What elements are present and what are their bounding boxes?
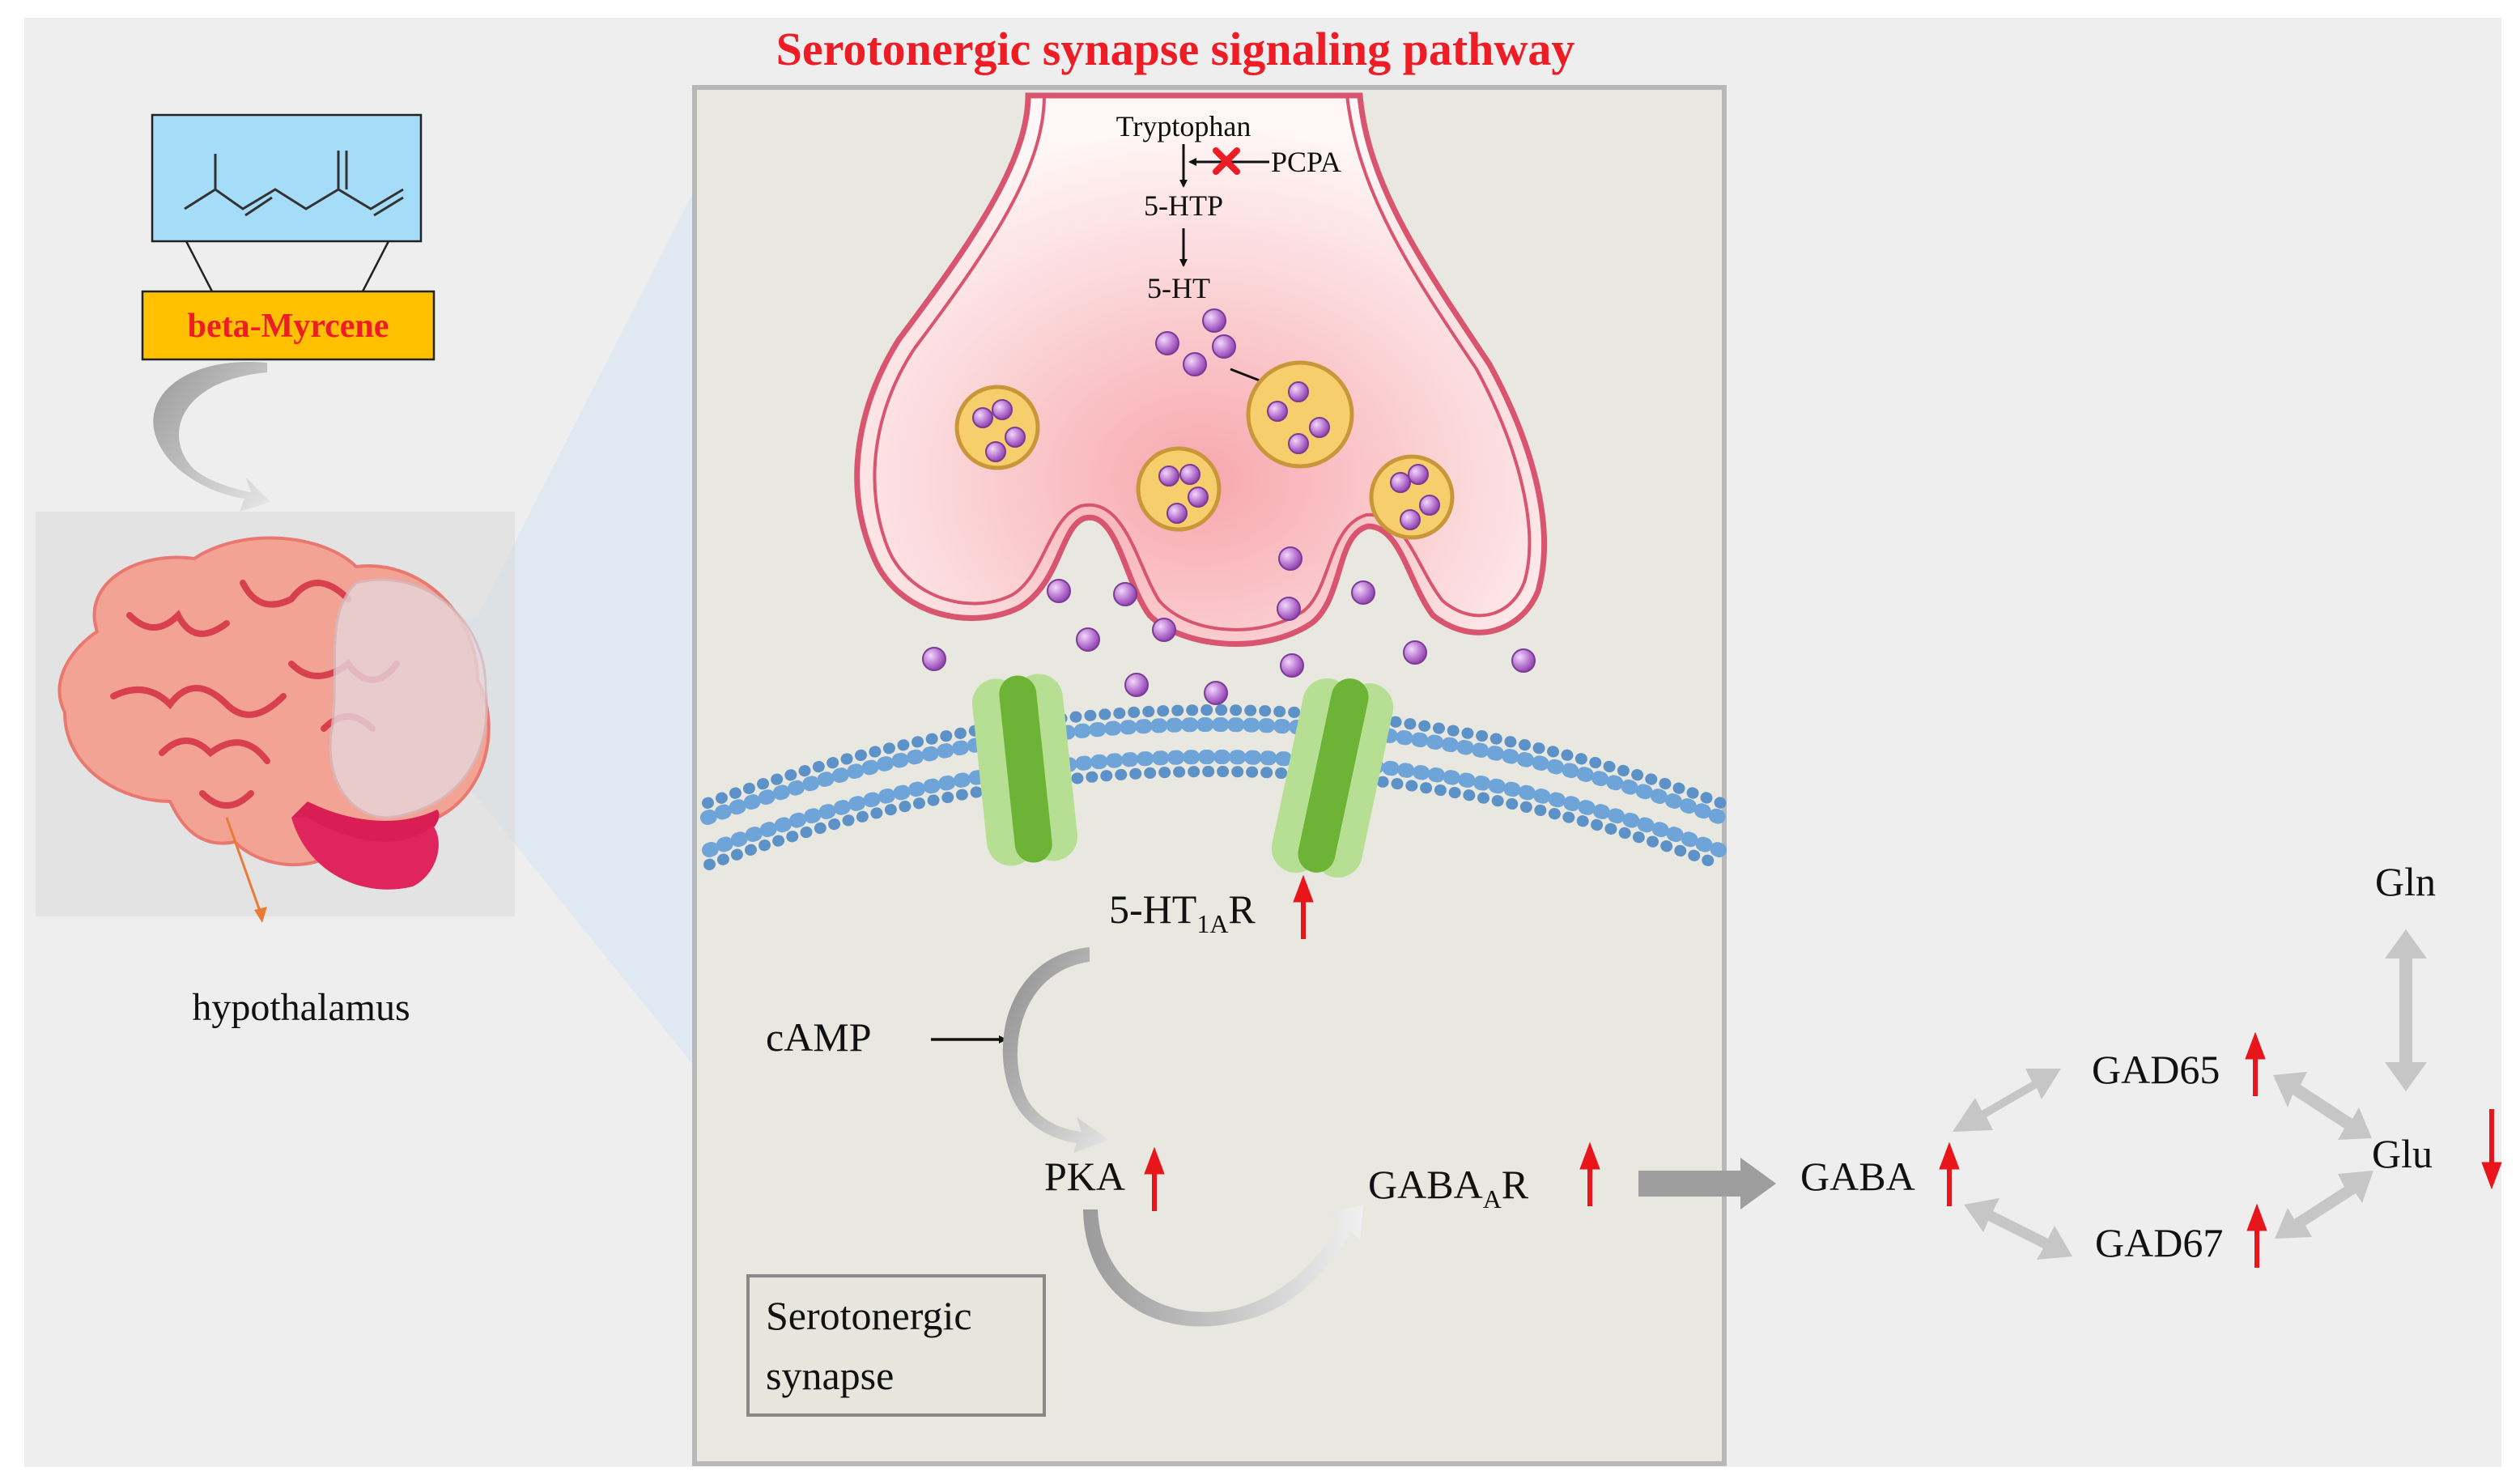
pcpa-label: PCPA bbox=[1271, 146, 1341, 178]
hypothalamus-label: hypothalamus bbox=[192, 986, 410, 1029]
5ht-molecules-cleft bbox=[922, 546, 1536, 705]
gaba-gad67-double-arrow bbox=[1964, 1198, 2072, 1260]
up-arrow-icon bbox=[1144, 1146, 1165, 1211]
serotonergic-synapse-box bbox=[746, 1274, 1046, 1417]
brain-illustration-icon bbox=[36, 512, 515, 916]
5ht1a-receptor-left bbox=[972, 674, 1077, 866]
gaba-gad65-double-arrow bbox=[1953, 1069, 2061, 1132]
box-label-line2: synapse bbox=[766, 1353, 894, 1398]
up-arrow-icon bbox=[2245, 1031, 2266, 1096]
camp-label: cAMP bbox=[766, 1014, 872, 1060]
tryptophan-label: Tryptophan bbox=[1116, 110, 1252, 142]
pka-to-gabaar-curved-arrow bbox=[1083, 1205, 1363, 1327]
glu-label: Glu bbox=[2372, 1131, 2433, 1176]
synaptic-vesicle bbox=[1369, 454, 1455, 540]
up-arrow-icon bbox=[1939, 1141, 1960, 1206]
compound-label: beta-Myrcene bbox=[188, 308, 389, 345]
zoom-projection bbox=[356, 186, 696, 1069]
synaptic-vesicle bbox=[1136, 446, 1222, 532]
camp-to-pka-curved-arrow bbox=[1002, 947, 1109, 1153]
panel-to-gaba-arrow bbox=[1638, 1158, 1776, 1209]
inhibition-cross-icon bbox=[1213, 147, 1240, 175]
gad67-glu-double-arrow bbox=[2275, 1171, 2373, 1239]
synaptic-vesicle bbox=[1246, 360, 1354, 469]
glu-gln-double-arrow bbox=[2385, 929, 2427, 1091]
up-arrow-icon bbox=[1293, 874, 1314, 939]
hypothalamus-pointer bbox=[225, 817, 262, 914]
presynaptic-terminal-inner bbox=[873, 95, 1532, 631]
hypothalamus-pointer-head bbox=[254, 907, 267, 923]
gln-label: Gln bbox=[2375, 859, 2436, 904]
myrcene-skeletal-structure-icon bbox=[184, 151, 404, 217]
figure-title: Serotonergic synapse signaling pathway bbox=[776, 23, 1575, 75]
gad65-label: GAD65 bbox=[2092, 1047, 2220, 1092]
down-arrow-icon bbox=[2481, 1109, 2502, 1190]
5htp-label: 5-HTP bbox=[1144, 189, 1223, 222]
5ht-molecules-cytosol bbox=[1155, 308, 1236, 376]
5ht-label: 5-HT bbox=[1147, 272, 1210, 304]
myrcene-structure-box bbox=[151, 113, 423, 292]
compound-to-brain-arrow bbox=[153, 361, 270, 512]
5ht1a-receptor-label: 5-HT1AR bbox=[1109, 886, 1256, 938]
gad65-glu-double-arrow bbox=[2273, 1072, 2372, 1140]
box-label-line1: Serotonergic bbox=[766, 1293, 972, 1338]
compound-box bbox=[141, 290, 436, 361]
pka-label: PKA bbox=[1044, 1154, 1125, 1199]
gaba-label: GABA bbox=[1800, 1154, 1915, 1199]
membrane-heads bbox=[702, 704, 1727, 870]
gabaa-receptor-label: GABAAR bbox=[1368, 1162, 1529, 1214]
5ht1a-receptor-right bbox=[1271, 678, 1394, 878]
postsynaptic-membrane bbox=[700, 717, 1728, 857]
gad67-label: GAD67 bbox=[2095, 1220, 2223, 1265]
up-arrow-icon bbox=[1579, 1141, 1600, 1206]
synaptic-vesicle bbox=[954, 385, 1040, 470]
up-arrow-icon bbox=[2246, 1203, 2267, 1268]
